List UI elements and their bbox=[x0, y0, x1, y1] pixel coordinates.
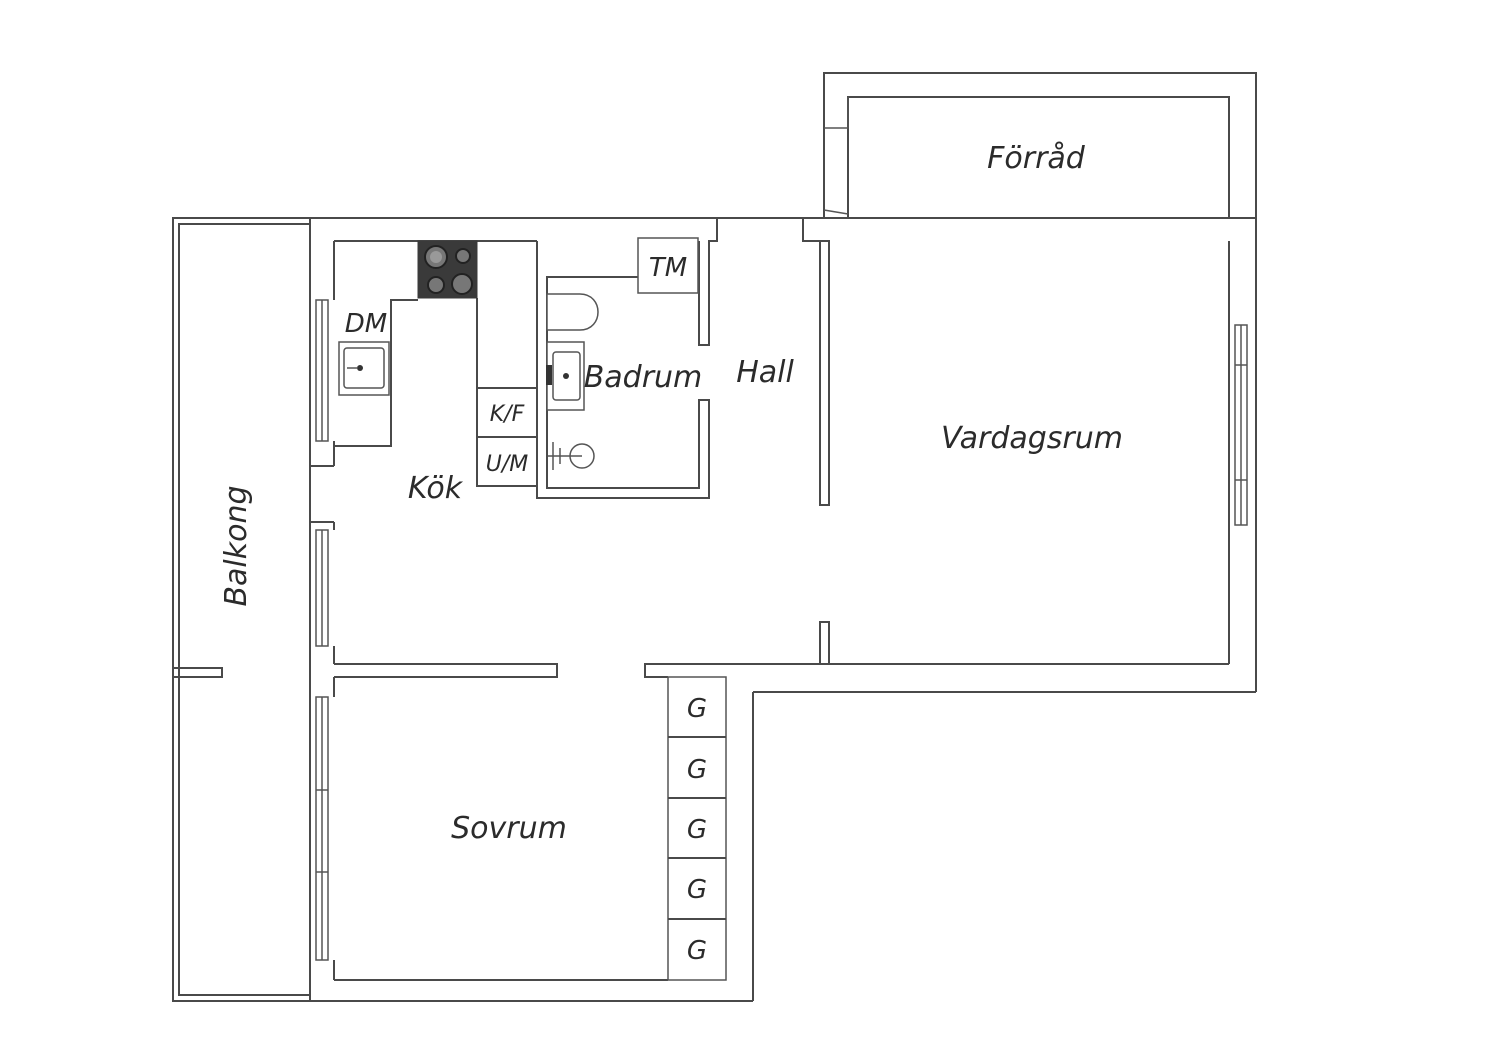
stove-icon bbox=[417, 240, 478, 299]
outer-walls bbox=[309, 217, 1257, 1002]
toilet-icon bbox=[546, 293, 599, 331]
wardrobe-label: G bbox=[687, 694, 707, 724]
hall-label: Hall bbox=[736, 355, 794, 390]
bathroom-label: Badrum bbox=[584, 360, 703, 395]
wardrobe-label: G bbox=[687, 755, 707, 785]
dishwasher-label: DM bbox=[345, 309, 387, 339]
oven-microwave-label: U/M bbox=[486, 452, 529, 477]
storage-label: Förråd bbox=[987, 141, 1086, 176]
kitchen-label: Kök bbox=[408, 471, 464, 506]
window-right bbox=[1234, 324, 1248, 526]
living-room-label: Vardagsrum bbox=[941, 421, 1123, 456]
wardrobes bbox=[667, 676, 727, 981]
dryer-label: TM bbox=[649, 253, 687, 283]
washbasin-icon bbox=[546, 341, 585, 411]
wardrobe-label: G bbox=[687, 875, 707, 905]
storage-room bbox=[823, 72, 1257, 218]
balcony bbox=[172, 217, 311, 1002]
wardrobe-label: G bbox=[687, 936, 707, 966]
balcony-label: Balkong bbox=[219, 485, 254, 606]
windows-left bbox=[315, 299, 329, 961]
bedroom-label: Sovrum bbox=[451, 811, 567, 846]
kitchen-counter bbox=[334, 298, 537, 487]
wardrobe-label: G bbox=[687, 815, 707, 845]
fridge-freezer-label: K/F bbox=[490, 402, 525, 427]
kitchen-sink-icon bbox=[338, 341, 390, 396]
dryer-box bbox=[637, 237, 699, 294]
shower-icon bbox=[548, 442, 595, 470]
